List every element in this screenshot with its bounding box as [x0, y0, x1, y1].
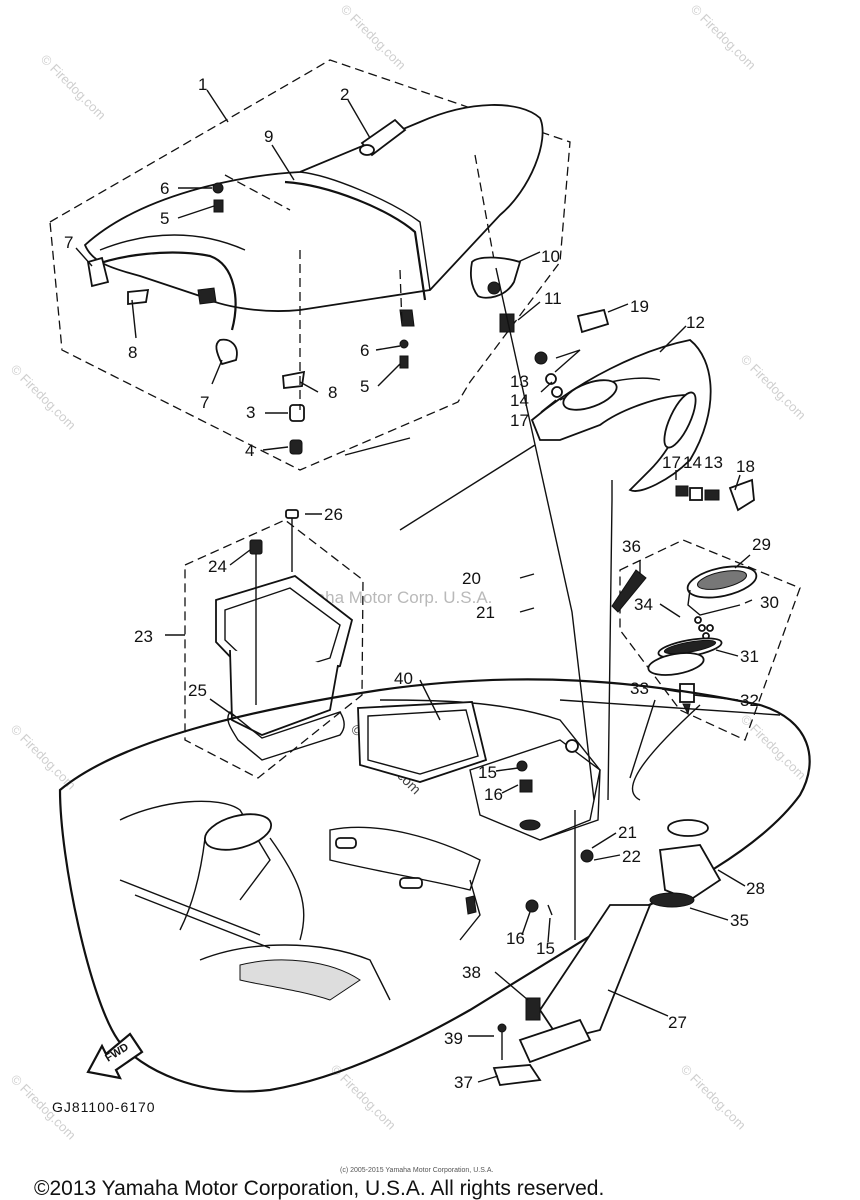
callout-14b: 14 [683, 453, 702, 472]
watermark-site: © Firedog.com [678, 1062, 749, 1133]
watermark-site: © Firedog.com [738, 712, 809, 783]
watermark-site: © Firedog.com [38, 52, 109, 123]
callout-9: 9 [264, 127, 273, 146]
callout-35: 35 [730, 911, 749, 930]
callout-2: 2 [340, 85, 349, 104]
callout-18: 18 [736, 457, 755, 476]
callout-4: 4 [245, 441, 254, 460]
callout-17b: 17 [662, 453, 681, 472]
callout-32: 32 [740, 691, 759, 710]
callout-21: 21 [476, 603, 495, 622]
callout-29: 29 [752, 535, 771, 554]
callout-34: 34 [634, 595, 653, 614]
callout-24: 24 [208, 557, 227, 576]
callout-13: 13 [510, 372, 529, 391]
callout-14: 14 [510, 391, 529, 410]
watermark-site: © Firedog.com [338, 2, 409, 73]
seat-latch-group [470, 256, 610, 334]
callout-16b: 16 [506, 929, 525, 948]
callout-leaders [75, 89, 753, 1083]
grab-handle-assembly [530, 339, 755, 512]
callout-6b: 6 [360, 341, 369, 360]
callout-15b: 15 [536, 939, 555, 958]
callout-39: 39 [444, 1029, 463, 1048]
callout-28: 28 [746, 879, 765, 898]
callout-5: 5 [160, 209, 169, 228]
callout-33: 33 [630, 679, 649, 698]
callout-19: 19 [630, 297, 649, 316]
callout-labels: 1 2 9 6 5 7 8 7 3 4 8 6 5 10 11 19 12 13… [64, 75, 779, 1092]
callout-7b: 7 [200, 393, 209, 412]
leader [399, 444, 536, 531]
hull-deck: FWD [58, 678, 811, 1093]
callout-15: 15 [478, 763, 497, 782]
fuel-cap-group-outline [619, 539, 801, 741]
seat-assembly [83, 104, 544, 455]
forward-arrow-icon: FWD [86, 1032, 144, 1080]
watermark-site: © Firedog.com [688, 2, 759, 73]
footer-copyright: ©2013 Yamaha Motor Corporation, U.S.A. A… [34, 1177, 604, 1200]
callout-13b: 13 [704, 453, 723, 472]
callout-17: 17 [510, 411, 529, 430]
storage-bin [215, 509, 354, 761]
seat-group-outline [49, 59, 571, 471]
callout-11: 11 [544, 289, 562, 308]
callout-7: 7 [64, 233, 73, 252]
callout-27: 27 [668, 1013, 687, 1032]
callout-40: 40 [394, 669, 413, 688]
callout-5b: 5 [360, 377, 369, 396]
callout-26: 26 [324, 505, 343, 524]
callout-1: 1 [198, 75, 207, 94]
watermark-center: Yamaha Motor Corp. U.S.A. [282, 588, 492, 607]
watermark-site: © Firedog.com [738, 352, 809, 423]
callout-16: 16 [484, 785, 503, 804]
diagram-code: GJ81100-6170 [52, 1099, 156, 1115]
callout-31: 31 [740, 647, 759, 666]
callout-30: 30 [760, 593, 779, 612]
watermark-site: © Firedog.com [8, 362, 79, 433]
callout-22: 22 [622, 847, 641, 866]
leader [629, 699, 656, 779]
callout-38: 38 [462, 963, 481, 982]
callout-3: 3 [246, 403, 255, 422]
callout-12: 12 [686, 313, 705, 332]
callout-6: 6 [160, 179, 169, 198]
storage-bin-group-outline [184, 519, 364, 779]
callout-20: 20 [462, 569, 481, 588]
callout-37: 37 [454, 1073, 473, 1092]
leader [607, 480, 613, 801]
leader [495, 267, 595, 801]
callout-36: 36 [622, 537, 641, 556]
small-copyright: (c) 2005-2015 Yamaha Motor Corporation, … [340, 1167, 493, 1174]
callout-8: 8 [128, 343, 137, 362]
watermark-site: © Firedog.com [8, 722, 79, 793]
callout-21b: 21 [618, 823, 637, 842]
callout-23: 23 [134, 627, 153, 646]
callout-10: 10 [541, 247, 560, 266]
callout-25: 25 [188, 681, 207, 700]
callout-8b: 8 [328, 383, 337, 402]
